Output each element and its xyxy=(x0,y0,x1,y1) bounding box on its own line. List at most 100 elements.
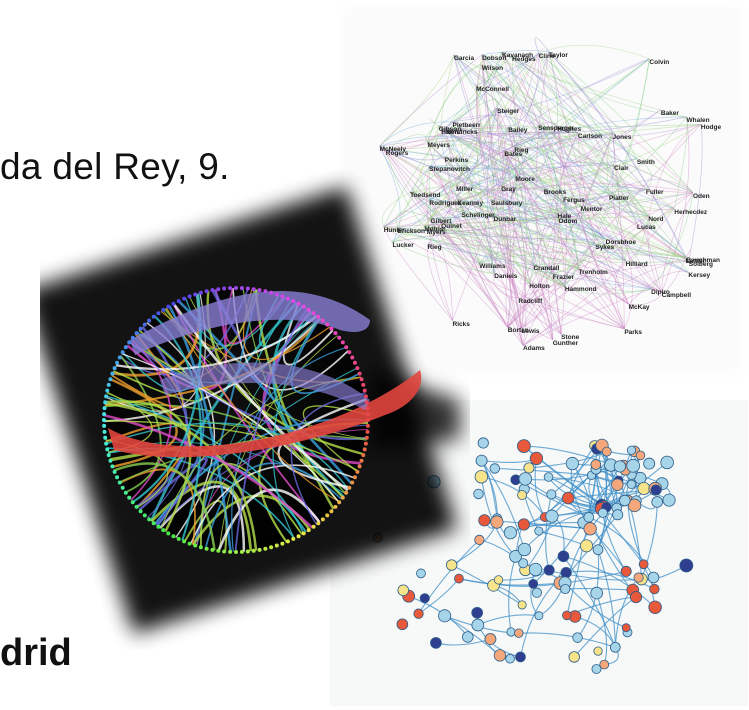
network-edge xyxy=(455,145,515,186)
network-edge xyxy=(429,199,524,346)
network-edge xyxy=(500,186,527,346)
sphere-rim-dot xyxy=(239,286,244,291)
sphere-rim-dot xyxy=(115,360,120,365)
node-edge xyxy=(418,539,480,614)
sphere-rim-dot xyxy=(362,388,367,393)
network-node-label: Baker xyxy=(660,109,679,117)
network-node-label: Fuller xyxy=(645,189,664,197)
network-edge xyxy=(385,121,453,151)
sphere-rim-dot xyxy=(280,294,285,299)
network-node xyxy=(568,651,580,663)
network-edge xyxy=(452,115,539,126)
network-edge xyxy=(427,142,509,328)
network-node xyxy=(591,664,602,674)
network-node xyxy=(528,562,543,577)
network-edge xyxy=(445,128,502,187)
sphere-rim-dot xyxy=(187,294,192,299)
sphere-rim-dot xyxy=(210,547,215,552)
network-edge xyxy=(379,145,626,261)
sphere-rim-dot xyxy=(362,447,367,452)
network-node xyxy=(580,539,594,553)
network-edge xyxy=(481,54,522,329)
network-node-label: Saulsbury xyxy=(490,200,523,208)
network-node-label: Dipiro xyxy=(651,288,670,296)
network-node xyxy=(477,437,489,449)
sphere-rim-dot xyxy=(123,490,128,495)
network-edge xyxy=(428,165,562,335)
network-edge xyxy=(504,150,686,259)
sphere-rim-dot xyxy=(359,377,364,382)
network-node-label: Stepanovitch xyxy=(429,166,470,174)
network-node-label: Kersey xyxy=(688,272,711,280)
network-node xyxy=(562,610,572,621)
network-edge xyxy=(479,251,689,264)
sphere-rim-dot xyxy=(329,509,334,514)
network-edge xyxy=(490,199,686,259)
sphere-rim-dot xyxy=(269,545,274,550)
network-edge xyxy=(385,131,578,151)
network-node xyxy=(572,632,583,643)
network-edge xyxy=(511,55,647,190)
network-edge xyxy=(424,215,649,227)
network-edge xyxy=(543,124,702,190)
network-edge xyxy=(445,128,687,258)
sphere-rim-dot xyxy=(365,423,370,428)
network-edge xyxy=(453,54,566,287)
network-edge xyxy=(424,189,646,227)
network-node xyxy=(509,550,522,563)
network-edge xyxy=(515,176,566,287)
network-edge xyxy=(426,228,566,287)
network-edge xyxy=(504,150,562,335)
network-edge xyxy=(428,165,457,187)
network-edge xyxy=(457,199,559,219)
network-edge xyxy=(427,58,650,245)
network-edge xyxy=(482,50,549,56)
network-edge xyxy=(425,125,439,143)
network-edge xyxy=(430,218,509,328)
network-node xyxy=(419,593,430,604)
network-edge xyxy=(543,188,566,219)
network-edge xyxy=(548,51,687,258)
sphere-rim-dot xyxy=(216,548,221,553)
sphere-rim-dot xyxy=(301,304,306,309)
node-edge xyxy=(508,556,517,633)
sphere-rim-dot xyxy=(306,528,311,533)
sphere-rim-dot xyxy=(363,441,368,446)
city-text: drid xyxy=(0,632,72,674)
network-node-label: Bailey xyxy=(508,127,528,135)
network-node xyxy=(413,608,424,619)
sphere-rim-dot xyxy=(142,322,147,327)
network-edge xyxy=(548,51,686,259)
sphere-rim-dot xyxy=(104,394,109,399)
network-edge xyxy=(501,52,626,261)
network-edge xyxy=(504,116,687,152)
sphere-rim-dot xyxy=(357,464,362,469)
network-edge xyxy=(487,107,498,274)
network-edge xyxy=(507,194,610,328)
sphere-rim-dot xyxy=(105,447,110,452)
network-edge xyxy=(578,268,652,292)
network-edge xyxy=(429,199,480,264)
network-node xyxy=(493,649,507,662)
network-node-label: Rieg xyxy=(514,146,529,154)
network-edge xyxy=(379,54,483,147)
network-edge xyxy=(379,145,519,299)
network-edge xyxy=(514,122,558,148)
network-edge xyxy=(648,216,651,219)
network-edge xyxy=(481,64,613,134)
network-node xyxy=(474,470,489,484)
network-node xyxy=(534,611,544,621)
network-node-label: Quinet xyxy=(441,222,462,230)
network-edge xyxy=(383,126,509,228)
network-edge xyxy=(379,145,558,214)
address-text: da del Rey, 9. xyxy=(0,146,230,187)
network-node-label: Adams xyxy=(523,345,545,353)
sphere-rim-dot xyxy=(210,288,215,293)
network-node xyxy=(529,451,544,466)
network-edges xyxy=(379,37,703,346)
network-edge xyxy=(578,215,649,270)
network-edge xyxy=(427,142,559,219)
network-edge xyxy=(452,99,499,123)
network-node xyxy=(438,609,452,623)
network-edge xyxy=(426,228,480,264)
